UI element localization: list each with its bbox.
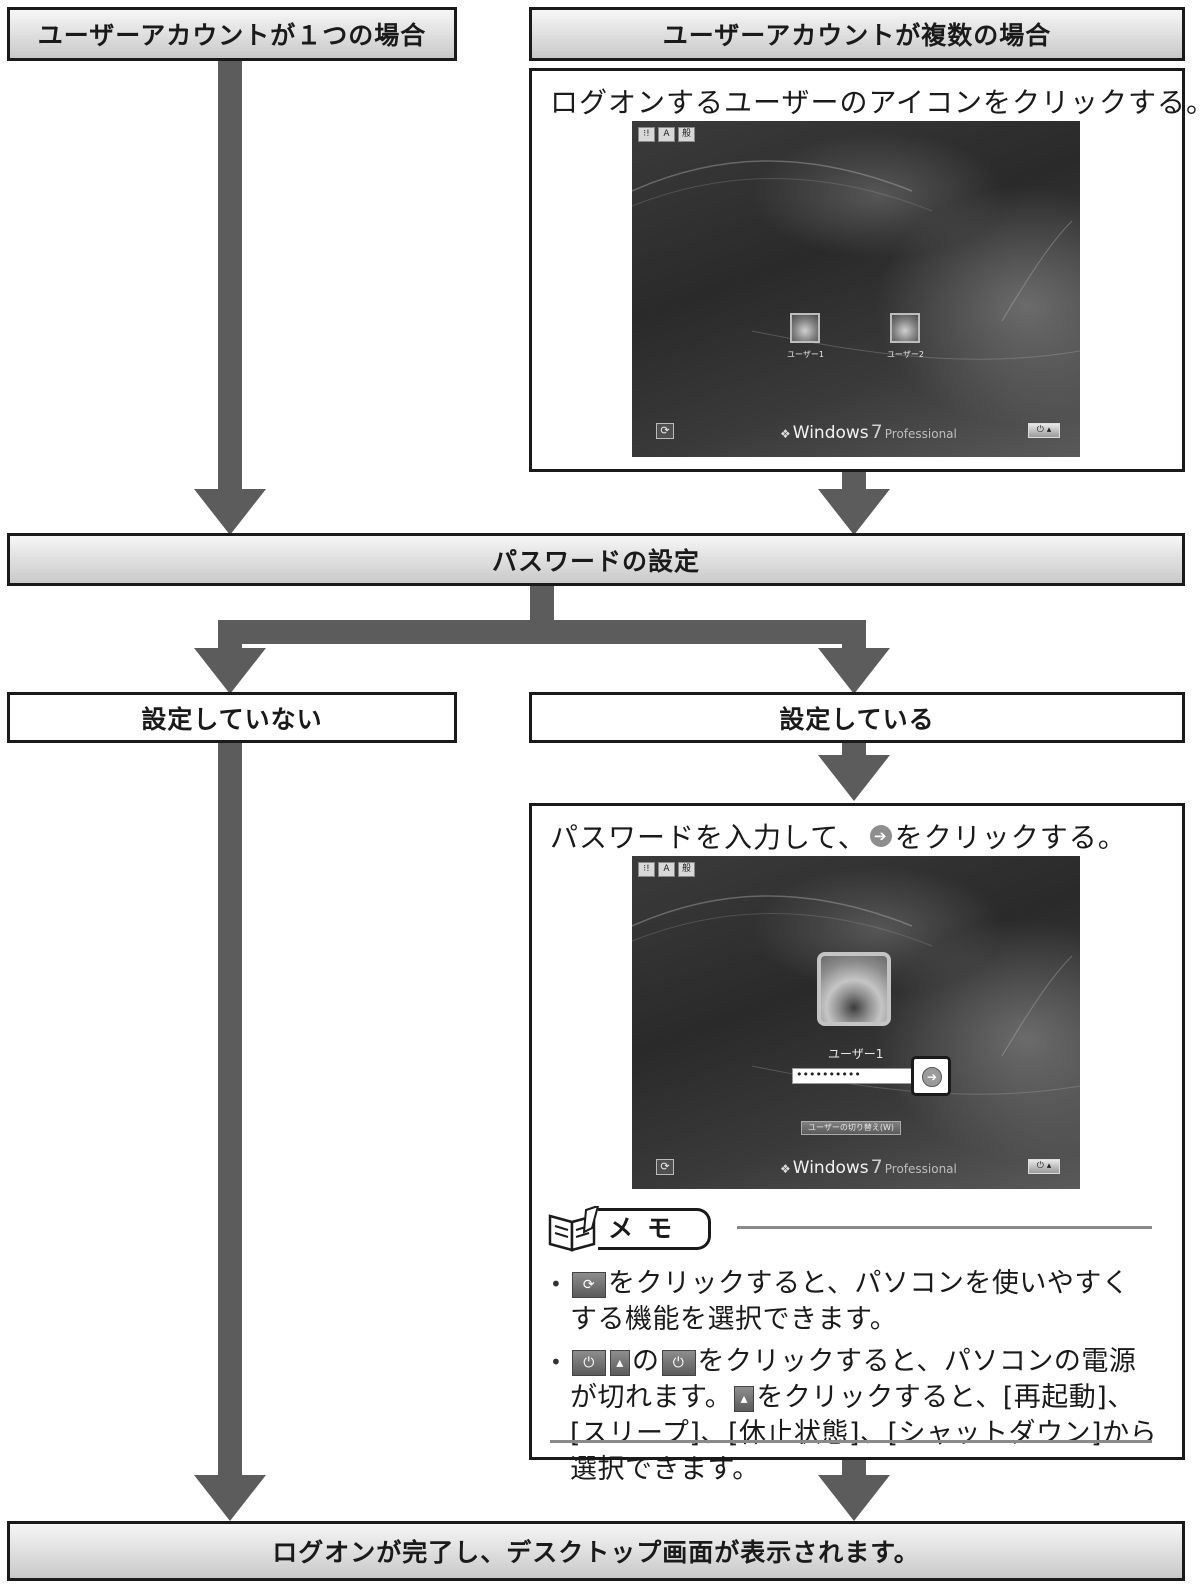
password-caption-after: をクリックする。: [894, 821, 1127, 854]
multiple-accounts-box: ユーザーアカウントが複数の場合: [529, 7, 1185, 61]
windows-flag-icon: ❖: [780, 1162, 791, 1176]
memo-divider: [550, 1440, 1152, 1443]
flow-arrow-shaft: [218, 61, 242, 493]
windows-flag-icon: ❖: [780, 427, 791, 441]
password-caption-before: パスワードを入力して、: [550, 821, 867, 854]
password-setting-label: パスワードの設定: [491, 546, 700, 576]
ime-button[interactable]: A: [658, 862, 675, 877]
is-set-box: 設定している: [529, 692, 1185, 743]
memo-title: メモ: [598, 1208, 712, 1250]
logon-complete-label: ログオンが完了し、デスクトップ画面が表示されます。: [272, 1538, 920, 1567]
memo-item2-text-b: をクリックすると、パソコンの電源が切れます。: [570, 1346, 1137, 1413]
memo-item-power: • ⏻▴の⏻をクリックすると、パソコンの電源が切れます。▴をクリックすると、[再…: [550, 1344, 1160, 1488]
brand-name: Windows: [792, 1158, 869, 1178]
ease-of-access-icon: ⟳: [572, 1271, 606, 1298]
password-input[interactable]: ••••••••••: [792, 1068, 912, 1084]
ime-button[interactable]: 般: [678, 862, 695, 877]
memo-notebook-icon: [548, 1206, 600, 1252]
brand-version: 7: [870, 1156, 883, 1178]
brand-edition: Professional: [884, 1162, 957, 1176]
memo-item2-text-a: の: [632, 1346, 660, 1377]
brand-edition: Professional: [884, 427, 957, 441]
arrow-right-icon: ➔: [922, 1067, 942, 1087]
password-caption: パスワードを入力して、 ➔ をクリックする。: [550, 816, 1127, 856]
ease-of-access-icon[interactable]: ⟳: [656, 423, 674, 439]
ime-toolbar: ⁝! A 般: [638, 127, 695, 142]
windows-logo: ❖ Windows 7 Professional: [780, 421, 957, 443]
logon-complete-box: ログオンが完了し、デスクトップ画面が表示されます。: [7, 1521, 1185, 1581]
bullet: •: [550, 1272, 563, 1296]
power-button-icon: ⏻: [661, 1349, 696, 1376]
multiple-accounts-label: ユーザーアカウントが複数の場合: [662, 21, 1052, 50]
flow-arrowhead: [818, 755, 890, 801]
memo-item2-text-c: をクリックすると、[再起動]、[スリープ]、[休止状態]、[シャットダウン]から…: [570, 1382, 1158, 1485]
power-icon[interactable]: ⏻ ▴: [1028, 423, 1060, 438]
bullet: •: [550, 1350, 563, 1374]
switch-user-button[interactable]: ユーザーの切り替え(W): [801, 1121, 901, 1135]
memo-divider: [737, 1226, 1152, 1229]
memo-item1-text: をクリックすると、パソコンを使いやすくする機能を選択できます。: [570, 1268, 1130, 1335]
ease-of-access-icon[interactable]: ⟳: [656, 1159, 674, 1175]
user-select-panel: ログオンするユーザーのアイコンをクリックする。 ⁝! A 般 ユーザー1 ユーザ…: [529, 68, 1204, 472]
user-name-1: ユーザー1: [787, 350, 824, 359]
flow-arrowhead: [194, 489, 266, 535]
flow-arrowhead: [194, 648, 266, 694]
power-button-icon: ⏻: [572, 1349, 606, 1376]
flow-arrowhead: [818, 1475, 890, 1521]
user-name-2: ユーザー2: [887, 350, 924, 359]
memo-item-ease: • ⟳をクリックすると、パソコンを使いやすくする機能を選択できます。: [550, 1266, 1150, 1338]
power-icon[interactable]: ⏻ ▴: [1028, 1159, 1060, 1174]
password-panel: パスワードを入力して、 ➔ をクリックする。 ⁝! A 般 ユーザー1 ••••…: [529, 803, 1185, 1485]
ime-button[interactable]: ⁝!: [638, 862, 655, 877]
go-arrow-icon: ➔: [869, 825, 892, 847]
single-account-label: ユーザーアカウントが１つの場合: [37, 21, 427, 50]
flow-arrow-shaft: [842, 472, 866, 494]
memo-header: メモ: [546, 1206, 712, 1252]
login-screen-users: ⁝! A 般 ユーザー1 ユーザー2 ⟳ ❖ Windows 7 Profess…: [632, 121, 1080, 457]
user-name: ユーザー1: [828, 1047, 884, 1061]
flow-arrowhead: [818, 648, 890, 694]
password-setting-box: パスワードの設定: [7, 533, 1185, 586]
windows-logo: ❖ Windows 7 Professional: [780, 1156, 957, 1178]
ime-button[interactable]: ⁝!: [638, 127, 655, 142]
flow-arrow-shaft: [530, 586, 554, 622]
flow-arrowhead: [818, 489, 890, 535]
single-account-box: ユーザーアカウントが１つの場合: [7, 7, 457, 61]
brand-name: Windows: [792, 423, 869, 443]
arrow-up-icon: ▴: [610, 1349, 630, 1376]
submit-arrow-button[interactable]: ➔: [911, 1056, 951, 1096]
ime-button[interactable]: A: [658, 127, 675, 142]
not-set-label: 設定していない: [141, 704, 323, 734]
login-screen-password: ⁝! A 般 ユーザー1 •••••••••• ➔ ユーザーの切り替え(W) ⟳…: [632, 856, 1080, 1189]
ime-button[interactable]: 般: [678, 127, 695, 142]
ime-toolbar: ⁝! A 般: [638, 862, 695, 877]
user-select-caption: ログオンするユーザーのアイコンをクリックする。: [550, 86, 1204, 119]
flow-connector: [218, 620, 866, 644]
not-set-box: 設定していない: [7, 692, 457, 743]
flow-arrow-shaft: [218, 743, 242, 1479]
flow-arrowhead: [194, 1475, 266, 1521]
user-tile-1[interactable]: [790, 313, 820, 343]
brand-version: 7: [870, 421, 883, 443]
arrow-up-icon: ▴: [734, 1385, 755, 1412]
user-tile-2[interactable]: [890, 313, 920, 343]
user-avatar: [817, 952, 891, 1026]
background-swoosh: [632, 160, 1080, 360]
is-set-label: 設定している: [779, 704, 935, 734]
